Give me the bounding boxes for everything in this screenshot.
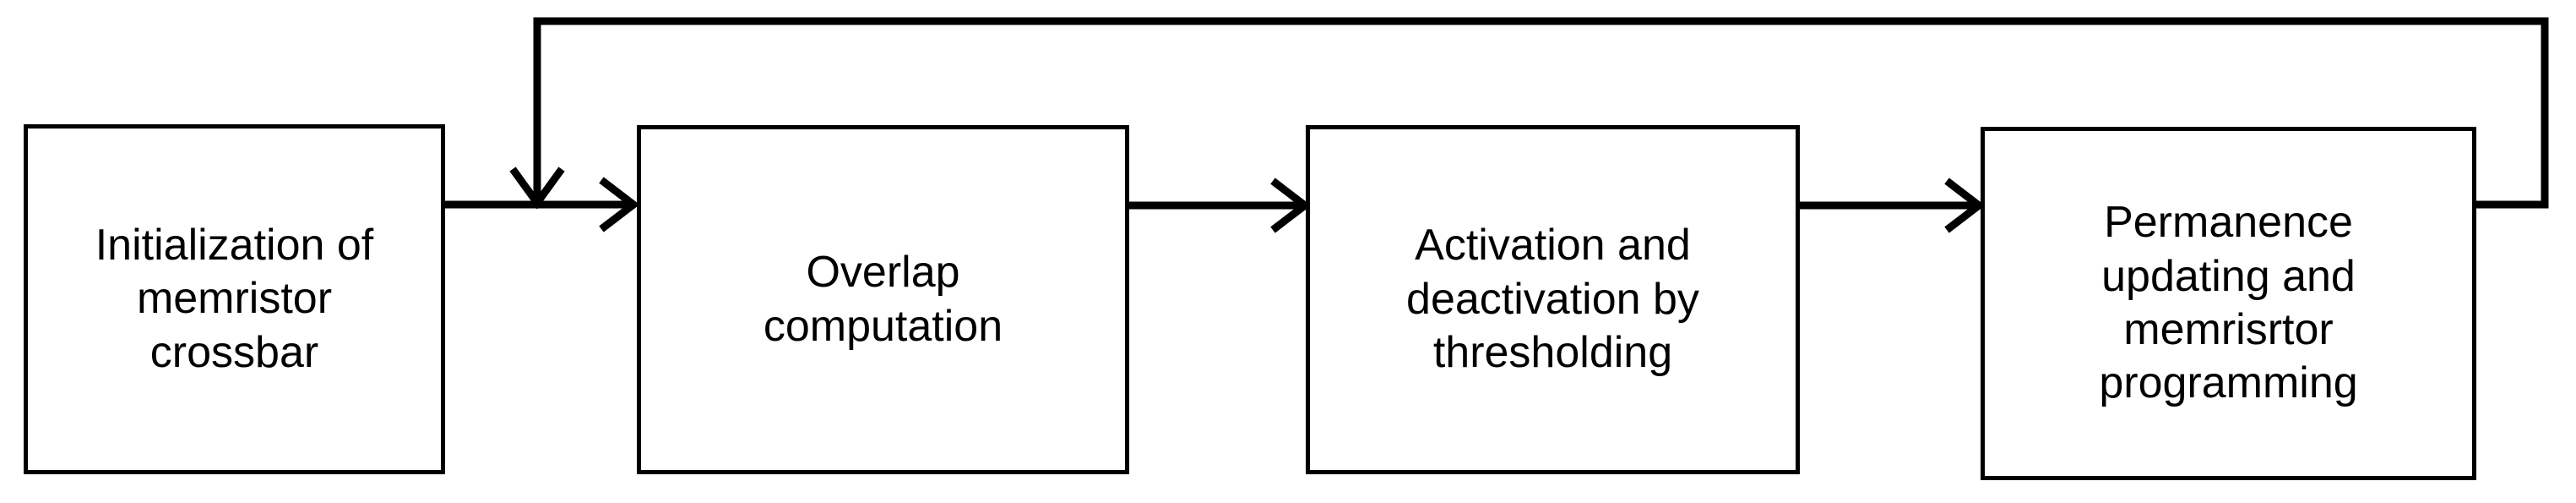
- edge-overlap-to-activation: [1129, 178, 1312, 233]
- edge-activation-to-permanence: [1800, 178, 1986, 233]
- node-label-permanence: Permanence updating and memrisrtor progr…: [2099, 198, 2358, 408]
- node-label-overlap: Overlap computation: [763, 248, 1003, 351]
- edge-permanence-feedback: [509, 17, 2549, 210]
- process-node-initialization[interactable]: Initialization of memristor crossbar: [24, 124, 445, 474]
- process-node-activation[interactable]: Activation and deactivation by threshold…: [1306, 125, 1800, 474]
- process-node-permanence[interactable]: Permanence updating and memrisrtor progr…: [1981, 127, 2476, 480]
- node-label-activation: Activation and deactivation by threshold…: [1406, 221, 1699, 378]
- node-label-initialization: Initialization of memristor crossbar: [95, 220, 374, 377]
- process-node-overlap[interactable]: Overlap computation: [637, 125, 1129, 474]
